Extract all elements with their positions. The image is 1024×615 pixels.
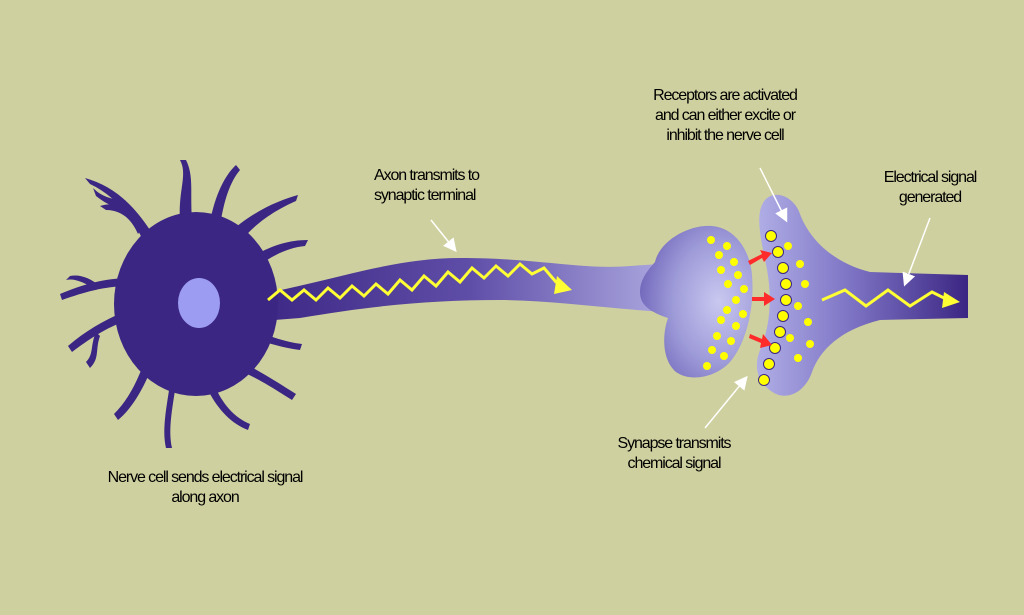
axon — [250, 258, 690, 322]
electrical-pointer-arrow — [902, 217, 931, 287]
axon-label: Axon transmits to synaptic terminal — [374, 166, 480, 206]
synapse-label: Synapse transmits chemical signal — [594, 434, 754, 474]
nerve-cell-label-line-2: along axon — [171, 489, 239, 506]
synapse-label-line-1: Synapse transmits — [617, 435, 732, 452]
axon-label-line-1: Axon transmits to — [374, 167, 480, 184]
axon-label-line-2: synaptic terminal — [374, 187, 476, 204]
nerve-cell-label-line-1: Nerve cell sends electrical signal — [107, 469, 304, 486]
electrical-label: Electrical signal generated — [862, 168, 998, 208]
post-signal-zigzag — [821, 288, 949, 308]
axon-pointer-arrow — [430, 219, 457, 253]
receptors — [758, 230, 792, 386]
receptor-arrows — [748, 250, 775, 348]
axon-signal-zigzag — [267, 261, 565, 303]
nucleus — [178, 278, 220, 328]
receptors-label: Receptors are activated and can either e… — [620, 86, 830, 146]
axon-signal-arrowhead — [554, 276, 572, 294]
receptors-pointer-arrow — [759, 167, 788, 223]
synapse-label-line-2: chemical signal — [627, 455, 722, 472]
nerve-cell-label: Nerve cell sends electrical signal along… — [80, 468, 330, 508]
synapse-pointer-arrow — [704, 375, 748, 429]
electrical-label-line-2: generated — [898, 189, 962, 206]
presynaptic-terminal — [640, 225, 753, 378]
vesicles — [703, 236, 814, 370]
electrical-label-line-1: Electrical signal — [883, 169, 978, 186]
receptors-label-line-2: and can either excite or — [655, 107, 796, 124]
post-signal-arrowhead — [942, 292, 960, 308]
receptors-label-line-3: inhibit the nerve cell — [666, 127, 784, 144]
receptors-label-line-1: Receptors are activated — [653, 87, 798, 104]
